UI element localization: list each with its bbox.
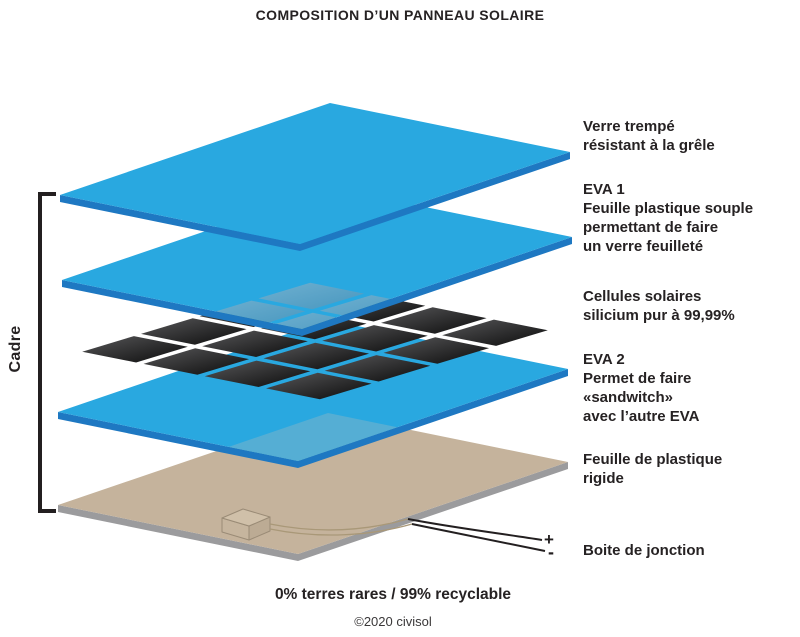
- solar-cell: [266, 372, 372, 400]
- layer-verre-face: [60, 103, 570, 244]
- layer-verre-edge: [60, 152, 570, 251]
- solar-cell: [141, 318, 247, 345]
- label-line: Permet de faire: [583, 370, 692, 387]
- eva2-backsheet-overlap: [228, 413, 398, 461]
- cadre-bracket: [38, 192, 56, 513]
- label-feuille: Feuille de plastique rigide: [583, 450, 797, 488]
- backsheet-edge: [58, 462, 568, 561]
- footer-tagline: 0% terres rares / 99% recyclable: [274, 586, 512, 603]
- page-title: COMPOSITION D’UN PANNEAU SOLAIRE: [255, 7, 545, 23]
- wire-negative: [411, 523, 546, 552]
- layer-eva1-face: [62, 188, 572, 329]
- solar-cell: [202, 330, 308, 357]
- solar-cell: [381, 307, 487, 334]
- label-cellules: Cellules solaires silicium pur à 99,99%: [583, 287, 797, 325]
- label-line: EVA 2: [583, 351, 625, 368]
- minus-sign: -: [548, 542, 554, 562]
- solar-cell: [322, 325, 428, 352]
- label-verre: Verre trempé résistant à la grêle: [583, 117, 797, 155]
- layer-eva2-edge: [58, 369, 568, 468]
- solar-cell: [143, 348, 250, 375]
- wire-negative-on-panel: [269, 523, 413, 536]
- backsheet-face: [58, 413, 568, 554]
- solar-cell: [82, 336, 188, 363]
- label-eva2: EVA 2 Permet de faire «sandwitch» avec l…: [583, 350, 797, 426]
- label-line: «sandwitch»: [583, 389, 674, 406]
- label-eva1: EVA 1 Feuille plastique souple permettan…: [583, 180, 797, 256]
- solar-cell: [383, 337, 490, 364]
- label-line: EVA 1: [583, 181, 625, 198]
- label-line: rigide: [583, 470, 624, 487]
- label-line: silicium pur à 99,99%: [583, 307, 735, 324]
- wire-positive-on-panel: [269, 518, 409, 531]
- label-line: permettant de faire: [583, 219, 719, 236]
- wire-positive: [407, 518, 543, 541]
- solar-cell: [442, 319, 548, 346]
- solar-cell: [263, 342, 370, 370]
- layer-eva1-edge: [62, 237, 572, 336]
- solar-cell: [324, 355, 431, 382]
- label-line: Boite de jonction: [583, 542, 705, 559]
- junction-box-top-face: [221, 508, 271, 527]
- label-line: un verre feuilleté: [583, 238, 704, 255]
- plus-sign: +: [544, 530, 554, 549]
- solar-cell: [204, 360, 311, 387]
- label-line: Cellules solaires: [583, 288, 702, 305]
- label-line: avec l’autre EVA: [583, 408, 700, 425]
- junction-box: [221, 508, 271, 541]
- label-line: Verre trempé: [583, 118, 675, 135]
- cadre-label: Cadre: [7, 325, 24, 373]
- label-line: Feuille de plastique: [583, 451, 723, 468]
- label-line: Feuille plastique souple: [583, 200, 754, 217]
- label-jonction: Boite de jonction: [583, 541, 797, 560]
- ghost-cell: [258, 282, 365, 310]
- label-line: résistant à la grêle: [583, 137, 715, 154]
- footer-credit: ©2020 civisol: [354, 614, 432, 629]
